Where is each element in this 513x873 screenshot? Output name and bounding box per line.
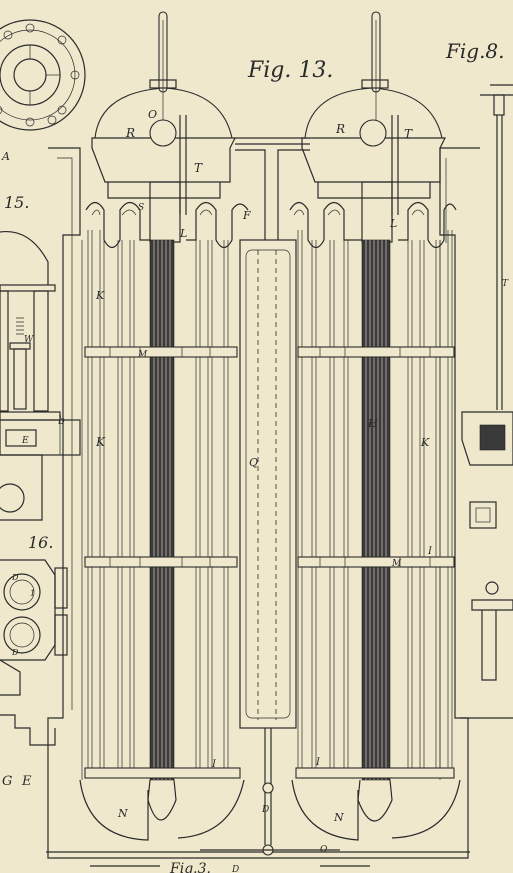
label-R-left: R: [125, 126, 135, 140]
label-M-left: M: [137, 350, 148, 360]
fig-16-label: 16.: [28, 533, 53, 552]
left-tube-bank: [87, 230, 229, 781]
label-K-right: K: [420, 436, 430, 449]
label-L-right: L: [389, 217, 397, 230]
label-H: H: [367, 417, 378, 430]
wheel-fragment: [0, 19, 86, 131]
left-dome: [91, 11, 310, 243]
label-K-mid: K: [95, 435, 106, 449]
label-K-top: K: [95, 289, 105, 302]
label-T-side: T: [502, 279, 509, 289]
central-cylinder: [200, 239, 340, 856]
fig-8-label: Fig.8.: [445, 39, 505, 63]
label-I-left: I: [211, 759, 217, 770]
left-stepped-outline: [0, 714, 56, 746]
clamp-bands: [84, 346, 455, 779]
label-one: 1: [30, 589, 35, 598]
label-D-bottom: D: [231, 865, 239, 873]
label-W: W: [24, 335, 34, 345]
label-A: A: [1, 150, 10, 163]
bottom-bowls: [79, 779, 461, 841]
label-Q: Q: [249, 456, 258, 469]
label-N-right: N: [333, 811, 344, 824]
label-N-left: N: [117, 807, 128, 820]
fig-15-label: 15.: [4, 193, 29, 212]
label-E2: E: [21, 774, 32, 789]
right-dome: [301, 11, 446, 243]
left-baffles: [85, 201, 249, 249]
label-D1: D: [11, 573, 19, 582]
fig-15-drawing: [0, 230, 81, 521]
fig-13-label: Fig. 13.: [247, 58, 333, 83]
right-baffles: [289, 201, 457, 249]
label-D: D: [261, 805, 269, 815]
label-T-left: T: [194, 161, 203, 175]
label-b: b: [58, 414, 65, 427]
label-I-mid: I: [315, 757, 321, 768]
label-E: E: [21, 436, 29, 446]
connector-pipe: [235, 149, 310, 240]
label-M-right: M: [391, 559, 402, 569]
label-D2: D: [11, 648, 19, 657]
fig-16-drawing: [0, 559, 68, 696]
label-R-right: R: [335, 122, 345, 136]
label-O-left: O: [148, 108, 157, 121]
label-T-right: T: [404, 127, 413, 141]
fig-3-label: Fig.3.: [169, 861, 211, 873]
label-I-right: I: [427, 546, 433, 557]
label-O-bottom: O: [320, 845, 328, 855]
label-L-left: L: [179, 227, 187, 240]
fig-8-drawing: [460, 84, 513, 719]
label-S: S: [138, 203, 144, 213]
right-tube-bank: [297, 230, 453, 781]
label-F: F: [242, 209, 251, 222]
label-G: G: [2, 774, 12, 789]
